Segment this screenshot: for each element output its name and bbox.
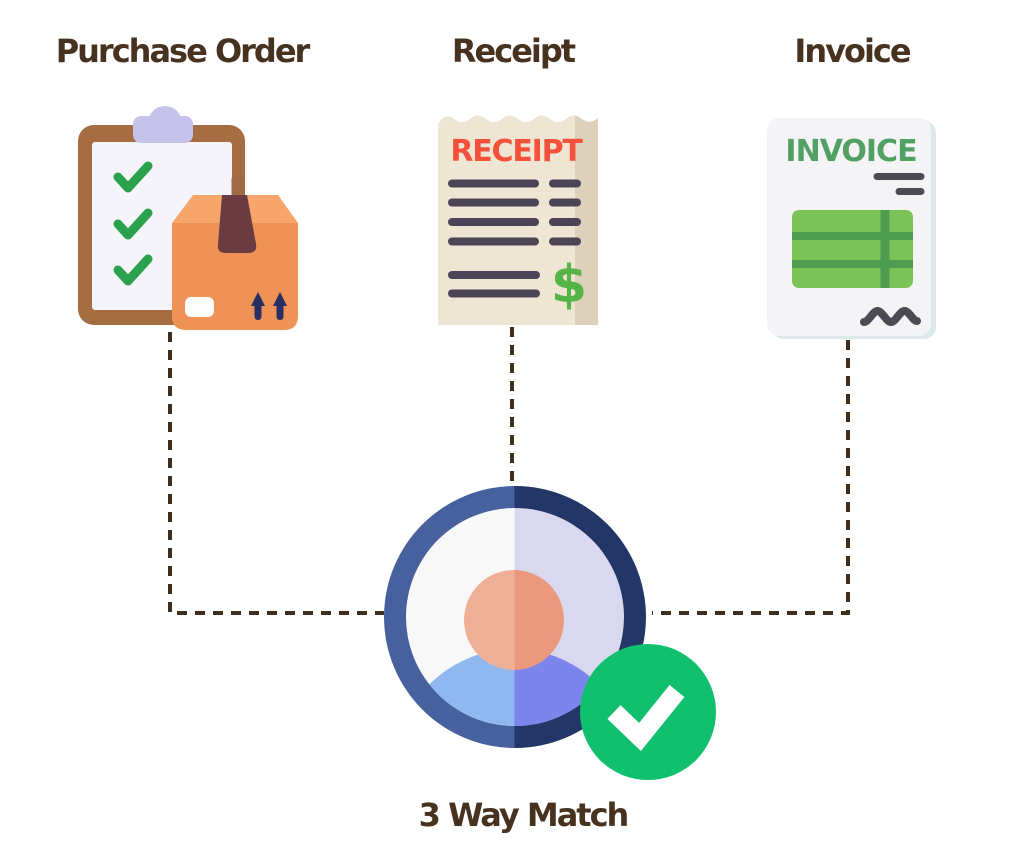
purchase-order-label: Purchase Order	[55, 32, 311, 70]
checkmark-icon	[113, 254, 153, 286]
signature-squiggle	[860, 306, 921, 327]
invoice-icon: INVOICE	[767, 118, 936, 339]
invoice-header-text: INVOICE	[785, 134, 916, 169]
package-box-icon	[172, 176, 298, 330]
receipt-icon: RECEIPT $	[438, 115, 598, 325]
invoice-connector-line	[652, 340, 850, 615]
box-label	[185, 297, 214, 317]
receipt-fold	[575, 115, 598, 325]
box-tape	[217, 195, 257, 253]
checkmark-icon	[113, 208, 153, 240]
match-caption: 3 Way Match	[418, 796, 630, 834]
badge-check-icon	[607, 685, 685, 752]
invoice-table	[792, 210, 913, 288]
checkmark-icon	[113, 161, 153, 193]
clipboard-clip	[133, 116, 193, 143]
invoice-label: Invoice	[794, 32, 911, 70]
arrow-up-icon	[273, 292, 287, 320]
receipt-header-text: RECEIPT	[450, 134, 583, 169]
receipt-label: Receipt	[451, 32, 576, 70]
dollar-icon: $	[551, 255, 587, 315]
box-tape-back	[231, 176, 245, 198]
approved-badge	[580, 644, 716, 780]
arrow-up-icon	[251, 292, 265, 320]
po-connector-line	[168, 332, 384, 615]
